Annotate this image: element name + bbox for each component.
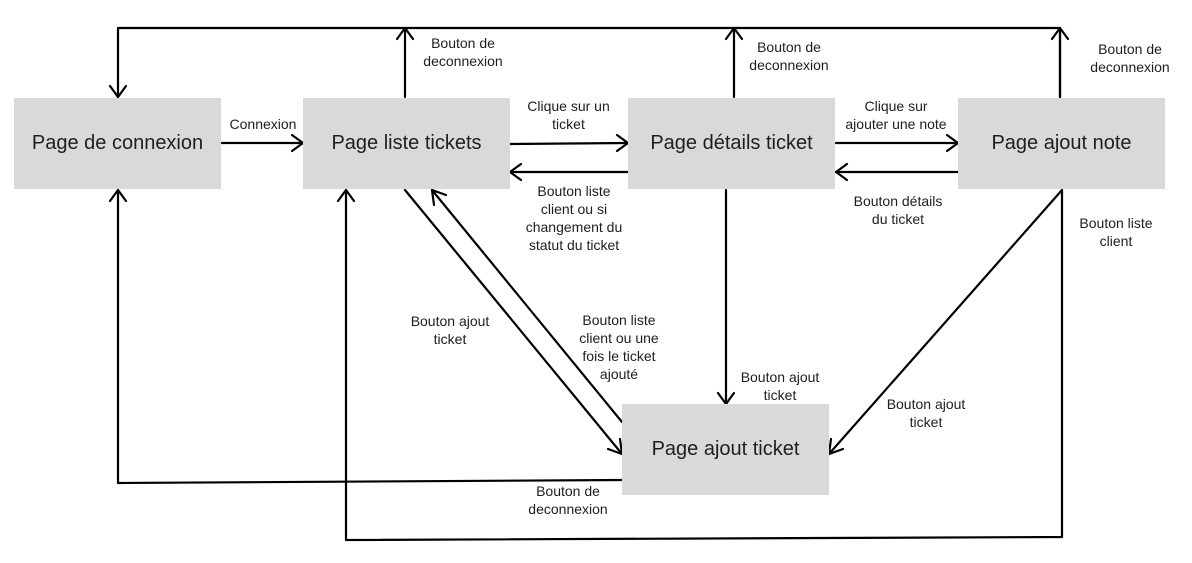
arrow-note-to-details (834, 162, 960, 182)
arrow-details-to-note (834, 133, 960, 153)
node-page-details-ticket: Page détails ticket (628, 98, 835, 189)
arrow-liste-to-details (508, 133, 630, 153)
arrow-liste-deconnexion (395, 26, 415, 99)
node-page-connexion: Page de connexion (14, 98, 221, 189)
arrow-connexion-to-liste (220, 133, 305, 153)
label-details-to-ajout-ticket: Bouton ajout ticket (740, 369, 820, 403)
label-note-to-liste: Bouton liste client (1079, 215, 1153, 249)
arrow-details-deconnexion (724, 26, 744, 99)
label-liste-to-ajout-ticket: Bouton ajout ticket (410, 313, 490, 347)
arrow-note-deconnexion (1050, 26, 1070, 99)
label-details-deconnexion: Bouton de deconnexion (749, 39, 829, 73)
arrow-deconnexion-loop-top (108, 26, 1062, 99)
label-ajout-ticket-deconnexion: Bouton de deconnexion (528, 483, 608, 517)
arrow-note-to-ajout-ticket (827, 188, 1064, 456)
label-note-to-details: Bouton détails du ticket (853, 193, 943, 227)
label-connexion: Connexion (229, 116, 297, 132)
label-ajout-ticket-to-liste: Bouton liste client ou une fois le ticke… (579, 312, 659, 382)
arrow-note-to-liste (336, 188, 1064, 542)
arrow-ajout-ticket-to-liste (430, 188, 624, 424)
arrow-ajout-ticket-deconnexion (108, 188, 624, 485)
node-page-ajout-ticket: Page ajout ticket (622, 404, 829, 495)
label-details-to-liste: Bouton liste client ou si changement du … (525, 183, 623, 253)
arrow-details-to-liste (508, 162, 630, 182)
label-note-to-ajout-ticket: Bouton ajout ticket (886, 396, 966, 430)
label-note-deconnexion: Bouton de deconnexion (1090, 41, 1170, 75)
node-page-liste-tickets: Page liste tickets (303, 98, 510, 189)
label-liste-to-details: Clique sur un ticket (527, 98, 610, 132)
node-page-ajout-note: Page ajout note (958, 98, 1165, 189)
label-details-to-note: Clique sur ajouter une note (845, 98, 947, 132)
label-liste-deconnexion: Bouton de deconnexion (423, 35, 503, 69)
